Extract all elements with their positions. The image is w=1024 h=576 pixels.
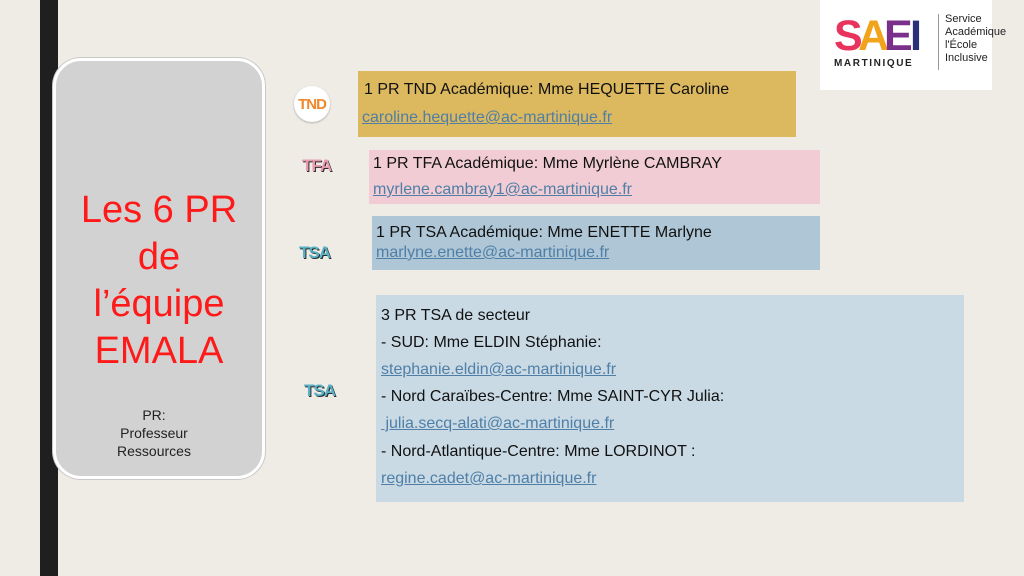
saei-logo: S A E I MARTINIQUE Service Académique l'…	[820, 0, 1006, 90]
sector-nord-atlantique-email-link[interactable]: regine.cadet@ac-martinique.fr	[381, 470, 597, 487]
tfa-card: 1 PR TFA Académique: Mme Myrlène CAMBRAY…	[369, 150, 820, 204]
tsa-email-link[interactable]: marlyne.enette@ac-martinique.fr	[376, 244, 610, 261]
logo-letter-e: E	[884, 12, 913, 60]
sector-heading: 3 PR TSA de secteur	[381, 307, 531, 324]
logo-text-line: Inclusive	[945, 52, 988, 64]
logo-subtitle: MARTINIQUE	[834, 58, 914, 69]
side-sub-line: PR:	[142, 407, 166, 423]
tfa-icon: TFA	[302, 156, 332, 175]
tnd-icon: TND	[294, 86, 330, 122]
logo-text-line: l'École	[945, 39, 978, 51]
side-title-line: de	[137, 236, 181, 278]
logo-text-line: Académique	[945, 26, 1007, 38]
side-sub-line: Ressources	[117, 443, 191, 459]
tsa-sector-icon: TSA	[304, 381, 336, 400]
tfa-card-title: 1 PR TFA Académique: Mme Myrlène CAMBRAY	[373, 155, 722, 172]
side-panel-title: Les 6 PR de l’équipe EMALA	[56, 187, 262, 375]
logo-letter-a: A	[858, 12, 889, 60]
tsa-sector-card: 3 PR TSA de secteur - SUD: Mme ELDIN Sté…	[376, 295, 964, 502]
sector-nord-caraibes-label: - Nord Caraïbes-Centre: Mme SAINT-CYR Ju…	[381, 388, 725, 405]
side-title-line: EMALA	[94, 330, 224, 372]
logo-letter-i: I	[910, 12, 922, 60]
tsa-icon: TSA	[299, 243, 331, 262]
sector-nord-atlantique-label: - Nord-Atlantique-Centre: Mme LORDINOT :	[381, 443, 696, 460]
logo-letter-s: S	[834, 12, 863, 60]
side-panel-subtitle: PR: Professeur Ressources	[56, 406, 252, 460]
tnd-card: 1 PR TND Académique: Mme HEQUETTE Caroli…	[358, 71, 796, 137]
logo-text-line: Service	[945, 13, 982, 25]
logo-text: Service Académique l'École Inclusive	[945, 13, 1006, 65]
tsa-card-title: 1 PR TSA Académique: Mme ENETTE Marlyne	[376, 224, 712, 241]
sector-sud-label: - SUD: Mme ELDIN Stéphanie:	[381, 334, 602, 351]
side-panel: Les 6 PR de l’équipe EMALA PR: Professeu…	[53, 58, 265, 479]
sector-nord-caraibes-email-link[interactable]: julia.secq-alati@ac-martinique.fr	[381, 415, 615, 432]
tnd-email-link[interactable]: caroline.hequette@ac-martinique.fr	[362, 109, 613, 126]
sector-sud-email-link[interactable]: stephanie.eldin@ac-martinique.fr	[381, 361, 617, 378]
side-sub-line: Professeur	[120, 425, 188, 441]
tnd-card-title: 1 PR TND Académique: Mme HEQUETTE Caroli…	[364, 81, 730, 98]
tsa-card: 1 PR TSA Académique: Mme ENETTE Marlyne …	[372, 216, 820, 270]
side-title-line: l’équipe	[93, 283, 225, 325]
tfa-email-link[interactable]: myrlene.cambray1@ac-martinique.fr	[373, 181, 632, 198]
logo-separator	[938, 14, 939, 70]
side-title-line: Les 6 PR	[80, 189, 238, 231]
